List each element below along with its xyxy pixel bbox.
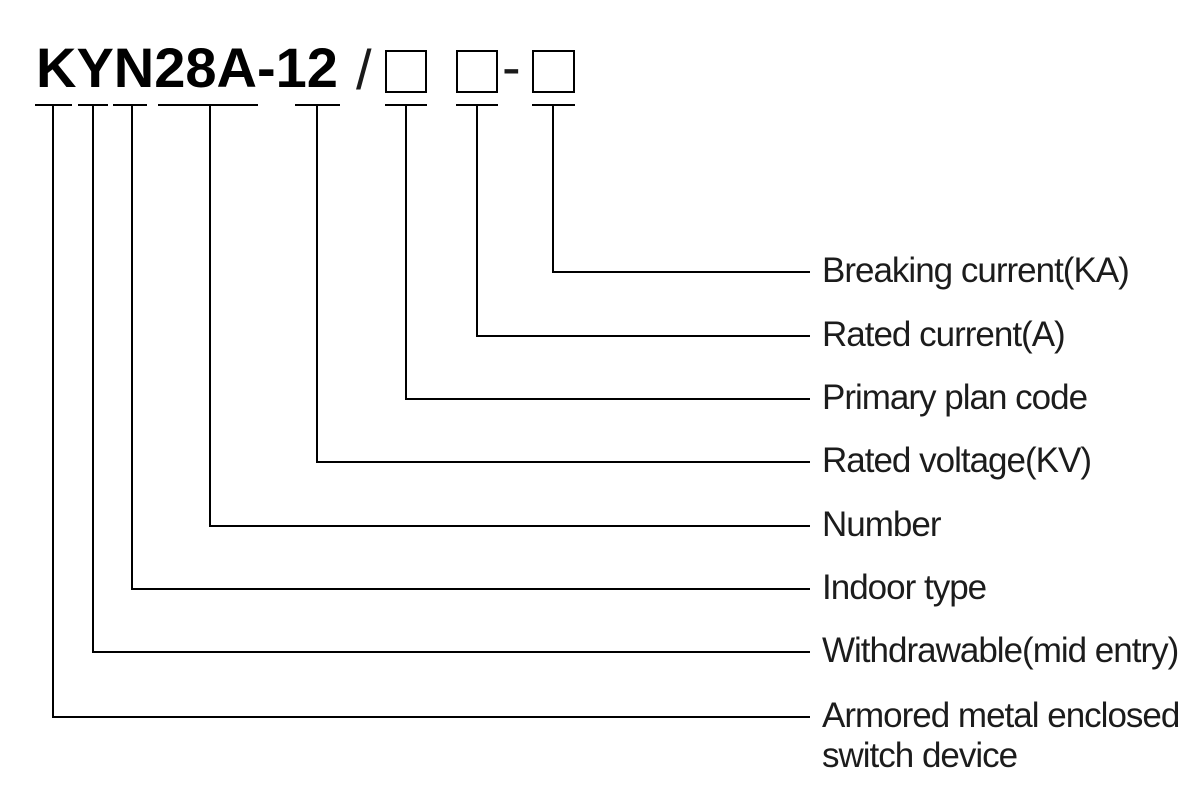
connector-h-withdrawable xyxy=(92,651,810,653)
connector-v-breaking-current xyxy=(552,106,554,273)
connector-v-number xyxy=(209,106,211,527)
underline-box-breaking-current xyxy=(532,104,575,106)
connector-h-rated-voltage xyxy=(316,461,810,463)
connector-h-primary-plan xyxy=(405,398,810,400)
connector-v-primary-plan xyxy=(405,106,407,400)
label-number: Number xyxy=(822,505,941,544)
label-breaking-current: Breaking current(KA) xyxy=(822,251,1130,290)
connector-v-armored xyxy=(52,106,54,718)
underline-k xyxy=(35,104,72,106)
underline-n xyxy=(113,104,147,106)
underline-box-rated-current xyxy=(456,104,498,106)
slash-separator: / xyxy=(356,38,372,101)
label-armored-switch-device: Armored metal enclosed switch device xyxy=(822,696,1180,775)
placeholder-box-breaking-current xyxy=(532,50,575,93)
connector-h-armored xyxy=(52,716,810,718)
placeholder-box-primary-plan xyxy=(385,50,427,93)
connector-v-rated-current xyxy=(476,106,478,337)
underline-12 xyxy=(295,104,340,106)
label-primary-plan-code: Primary plan code xyxy=(822,378,1088,417)
connector-h-rated-current xyxy=(476,335,810,337)
label-rated-current: Rated current(A) xyxy=(822,315,1066,354)
label-rated-voltage: Rated voltage(KV) xyxy=(822,441,1092,480)
connector-h-breaking-current xyxy=(552,271,810,273)
model-code-text: KYN28A-12 xyxy=(36,36,338,99)
connector-h-number xyxy=(209,525,810,527)
dash-separator: - xyxy=(502,35,521,98)
connector-h-indoor-type xyxy=(131,588,810,590)
label-withdrawable: Withdrawable(mid entry) xyxy=(822,631,1179,670)
connector-v-indoor-type xyxy=(131,106,133,590)
underline-y xyxy=(78,104,108,106)
placeholder-box-rated-current xyxy=(456,50,498,93)
connector-v-withdrawable xyxy=(92,106,94,653)
underline-box-primary-plan xyxy=(385,104,427,106)
label-indoor-type: Indoor type xyxy=(822,568,987,607)
underline-28a xyxy=(158,104,258,106)
connector-v-rated-voltage xyxy=(316,106,318,463)
